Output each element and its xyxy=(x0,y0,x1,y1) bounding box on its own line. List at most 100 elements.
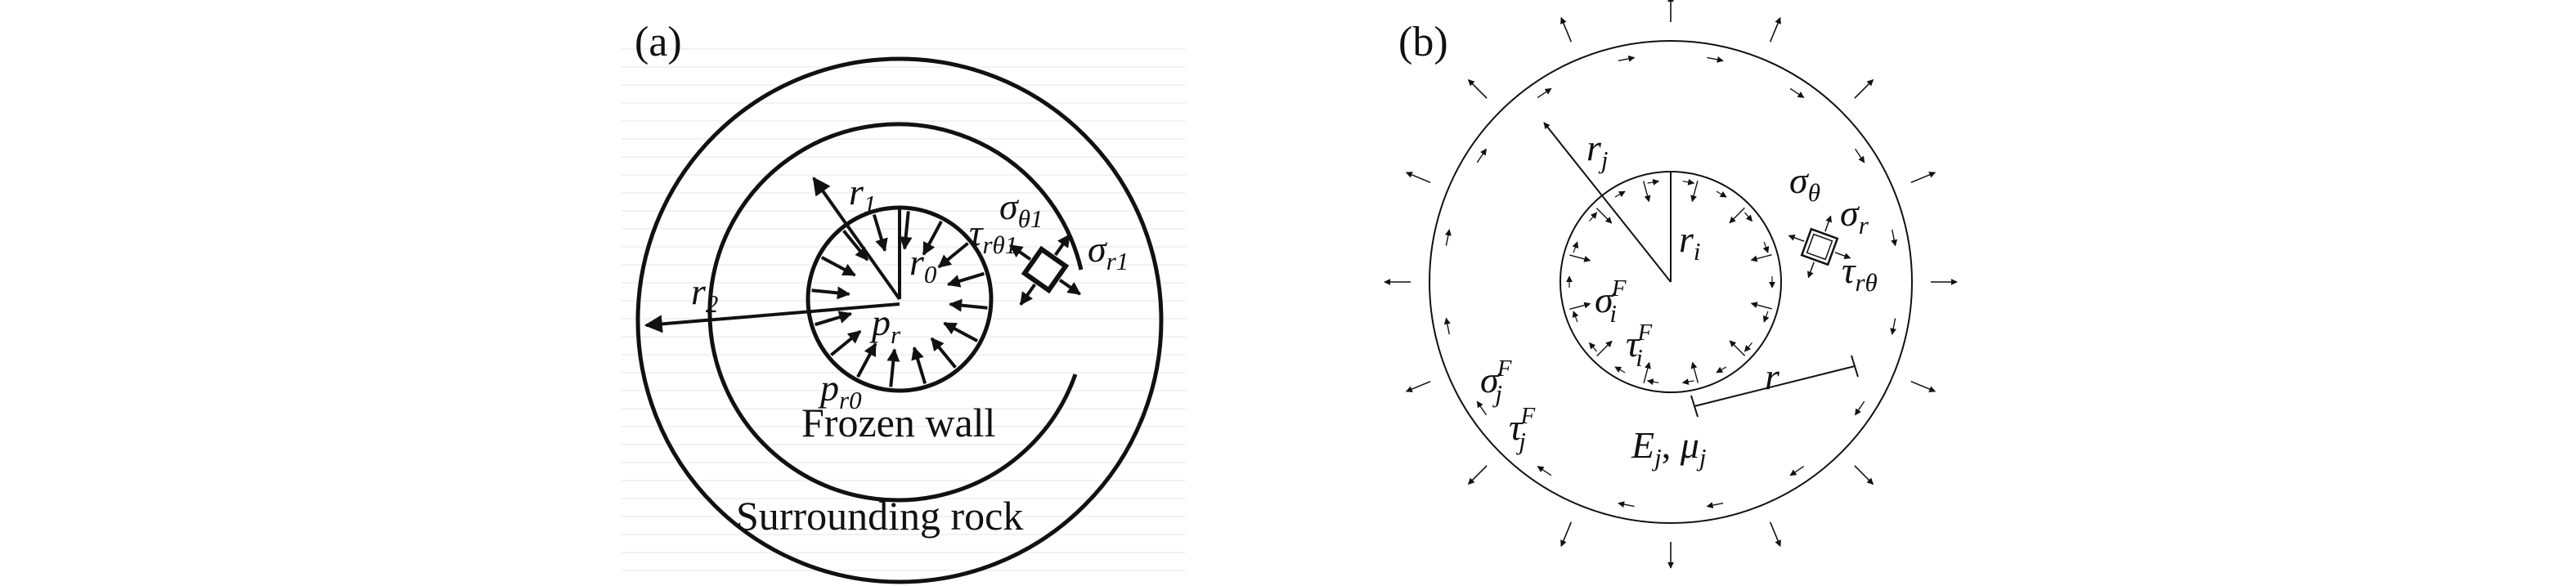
inner-radial-arrow xyxy=(1642,181,1651,203)
outer-radial-arrow xyxy=(1560,521,1573,548)
outer-radial-arrow xyxy=(1769,16,1781,42)
region-surrounding-rock: Surrounding rock xyxy=(736,493,1023,539)
label-tau-rtheta1: τrθ1 xyxy=(969,212,1017,259)
inner-shear-arrow xyxy=(1681,378,1694,386)
outer-shear-arrow xyxy=(1855,148,1865,163)
panel-a-background-grid xyxy=(622,48,1186,571)
outer-shear-arrow xyxy=(1443,317,1451,335)
stress-element-a xyxy=(1009,234,1081,306)
outer-shear-arrow xyxy=(1618,501,1635,508)
inner-radial-arrow xyxy=(1596,340,1613,357)
inner-shear-arrow xyxy=(1716,190,1727,198)
outer-radial-arrow xyxy=(1467,78,1488,99)
inner-radial-arrow xyxy=(1690,361,1699,383)
label-sigma-r1: σr1 xyxy=(1088,228,1129,275)
pressure-arrow xyxy=(943,321,979,342)
pressure-arrow xyxy=(820,256,856,277)
pressure-arrow xyxy=(886,348,900,387)
radius-r1-line xyxy=(812,177,901,301)
outer-shear-arrow xyxy=(1789,466,1805,476)
pressure-arrow xyxy=(842,230,869,262)
pressure-arrow xyxy=(937,242,969,269)
pressure-arrow xyxy=(830,329,862,356)
inner-shear-arrow xyxy=(1614,190,1626,198)
inner-shear-arrow xyxy=(1572,241,1579,253)
pressure-arrow xyxy=(922,220,943,256)
outer-radial-arrow xyxy=(1910,380,1936,392)
inner-shear-arrow xyxy=(1614,366,1626,374)
excavation-circle xyxy=(806,205,994,393)
label-pr0: pr0 xyxy=(818,367,862,414)
label-sigma-theta1: σθ1 xyxy=(999,186,1043,233)
outer-radial-arrow xyxy=(1854,78,1874,99)
outer-shear-arrow xyxy=(1706,502,1724,509)
inner-shear-arrow xyxy=(1762,311,1770,323)
pressure-arrow xyxy=(815,311,853,327)
label-ri: ri xyxy=(1679,218,1701,266)
inner-shear-arrow xyxy=(1744,342,1752,352)
outer-radial-arrows xyxy=(1384,0,1958,569)
pressure-arrow xyxy=(911,346,927,384)
label-r: r xyxy=(1765,356,1780,397)
inner-shear-arrow xyxy=(1647,178,1660,186)
label-r2: r2 xyxy=(691,271,718,318)
inner-radial-arrow xyxy=(1729,207,1745,224)
outer-boundary-circle xyxy=(1429,40,1913,524)
inner-radial-arrow xyxy=(1750,302,1772,310)
label-sigma-r: σr xyxy=(1840,192,1869,239)
inner-radial-arrow xyxy=(1595,208,1613,224)
pressure-arrow xyxy=(872,214,888,253)
outer-shear-arrow xyxy=(1618,55,1636,62)
inner-shear-arrow xyxy=(1588,342,1597,352)
inner-shear-arrows xyxy=(1566,178,1775,386)
outer-shear-arrow xyxy=(1476,148,1487,163)
inner-radial-arrow xyxy=(1690,181,1699,203)
label-r1: r1 xyxy=(849,171,876,218)
label-r0: r0 xyxy=(909,241,937,289)
inner-radial-arrow xyxy=(1750,253,1772,262)
outer-radial-arrow xyxy=(1560,16,1573,42)
inner-radial-arrow xyxy=(1643,361,1651,383)
inner-shear-arrow xyxy=(1646,378,1659,386)
pressure-arrow xyxy=(811,286,850,300)
panel-b-label: (b) xyxy=(1398,19,1448,65)
panel-a-label: (a) xyxy=(635,19,682,65)
outer-shear-arrow xyxy=(1537,466,1552,476)
panel-a: (a) r1 r2 r0 pr pr0 σθ1 τrθ1 xyxy=(622,19,1186,584)
radius-rj-line xyxy=(1543,122,1672,283)
inner-shear-arrow xyxy=(1572,311,1579,323)
outer-radial-arrow xyxy=(1467,465,1488,485)
pressure-arrow xyxy=(856,342,877,378)
label-rj: rj xyxy=(1586,127,1609,174)
inner-pressure-arrows xyxy=(811,211,988,387)
outer-shear-arrows xyxy=(1443,55,1898,509)
outer-shear-arrow xyxy=(1476,400,1487,416)
outer-radial-arrow xyxy=(1910,172,1936,184)
pressure-arrow xyxy=(949,298,988,312)
outer-radial-arrow xyxy=(1405,380,1431,392)
dimension-r xyxy=(1690,355,1859,418)
inner-radial-arrow xyxy=(1569,302,1591,311)
region-frozen-wall: Frozen wall xyxy=(801,400,995,445)
outer-shear-arrow xyxy=(1855,400,1865,416)
label-pr: pr xyxy=(869,302,901,349)
label-material-properties: Ej, μj xyxy=(1631,424,1706,472)
outer-shear-arrow xyxy=(1444,229,1452,246)
radius-r2-line xyxy=(644,302,900,333)
inner-shear-arrow xyxy=(1744,212,1753,222)
pressure-arrow xyxy=(930,337,957,369)
inner-shear-arrow xyxy=(1762,241,1770,253)
panel-b: (b) rj ri r xyxy=(1384,0,1958,569)
stress-element-b xyxy=(1788,215,1851,279)
pressure-arrow xyxy=(946,271,985,288)
inner-radial-arrows xyxy=(1569,181,1772,383)
outer-shear-arrow xyxy=(1890,318,1897,335)
inner-radial-arrow xyxy=(1729,340,1746,356)
label-sigma-theta: σθ xyxy=(1789,159,1820,207)
surrounding-rock-circle xyxy=(635,56,1164,584)
